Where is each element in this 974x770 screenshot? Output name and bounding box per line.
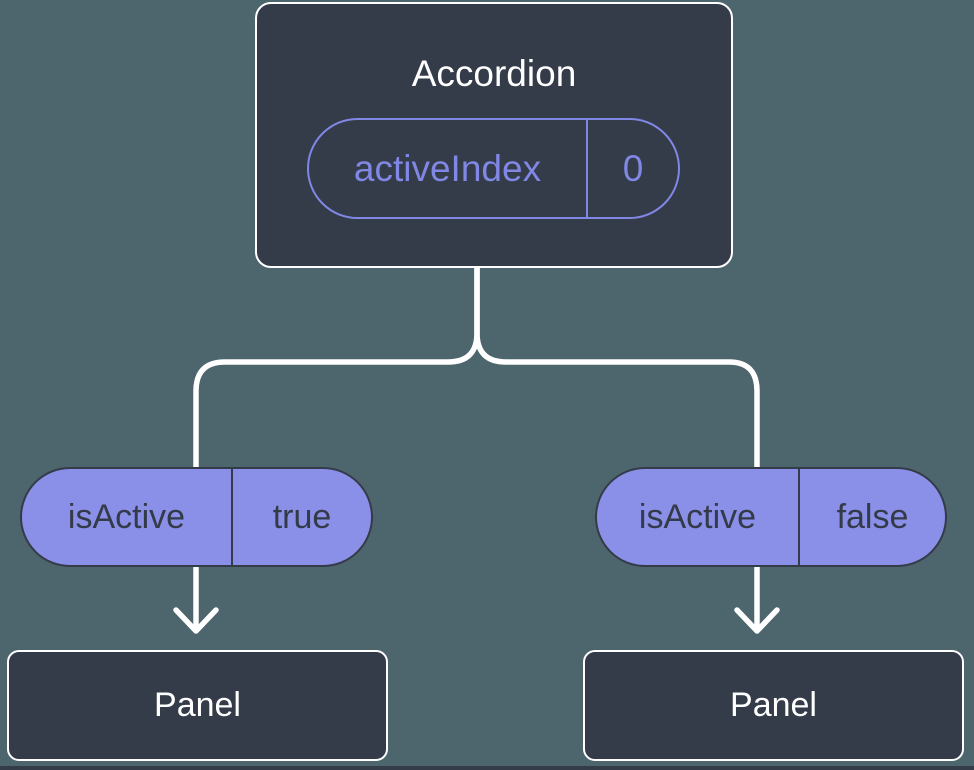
prop-pill-divider (231, 469, 233, 565)
panel-node-left: Panel (7, 650, 388, 761)
prop-pill-name: isActive (67, 497, 186, 536)
bottom-edge-strip (0, 766, 974, 770)
prop-pill-value: false (836, 497, 909, 536)
prop-pill-isactive-true: isActive true (20, 467, 373, 567)
state-pill-name: activeIndex (353, 147, 542, 189)
prop-pill-divider (798, 469, 800, 565)
prop-pill-name: isActive (638, 497, 757, 536)
accordion-node-title: Accordion (411, 53, 577, 94)
prop-pill-isactive-false: isActive false (595, 467, 947, 567)
arrow-left-head (173, 607, 219, 634)
fork-connector-left (193, 266, 480, 467)
state-pill-divider (586, 120, 588, 217)
accordion-node: Accordion activeIndex 0 (255, 2, 733, 268)
prop-pill-value: true (272, 497, 332, 536)
fork-connector-right (474, 266, 760, 467)
state-pill-activeindex: activeIndex 0 (307, 118, 680, 219)
panel-node-title: Panel (730, 686, 817, 724)
arrow-right-head (734, 607, 780, 634)
panel-node-right: Panel (583, 650, 964, 761)
panel-node-title: Panel (154, 686, 241, 724)
state-pill-value: 0 (622, 147, 644, 189)
